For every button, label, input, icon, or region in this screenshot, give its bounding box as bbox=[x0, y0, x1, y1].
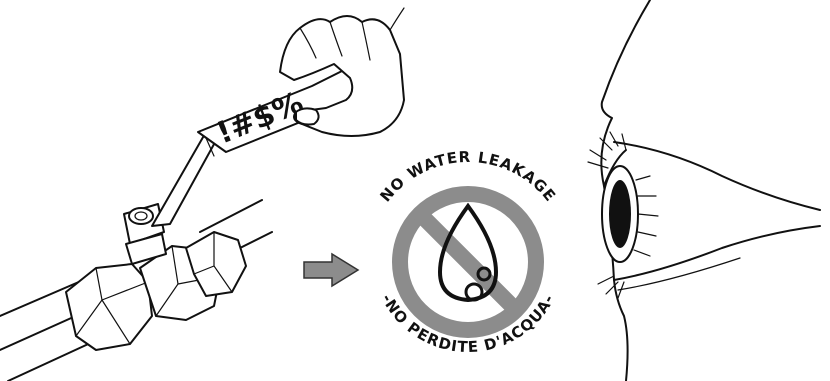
ball-valve-icon bbox=[0, 200, 272, 381]
right-arrow-icon bbox=[304, 254, 358, 286]
eye-icon bbox=[588, 0, 820, 381]
no-leakage-seal: NO WATER LEAKAGE -NO PERDITE D'ACQUA- bbox=[376, 148, 559, 356]
water-drop-icon bbox=[440, 206, 496, 300]
hand-icon bbox=[280, 8, 404, 136]
